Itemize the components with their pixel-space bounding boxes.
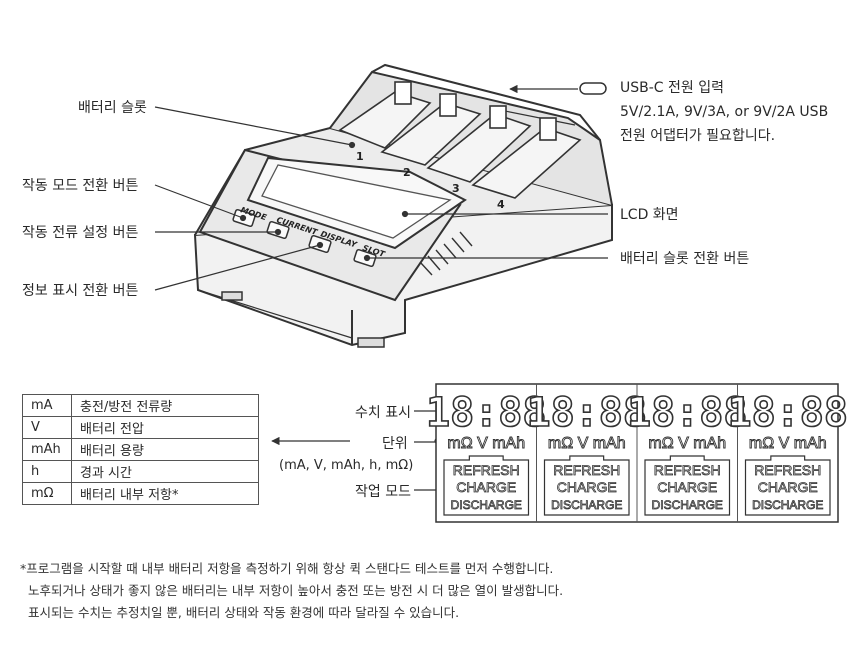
lcd-mode-refresh: REFRESH — [654, 462, 721, 478]
lcd-units: mΩ V mAh — [548, 435, 626, 452]
lcd-mode-charge: CHARGE — [758, 479, 818, 495]
label-mode-button: 작동 모드 전환 버튼 — [22, 178, 139, 194]
label-slot-button: 배터리 슬롯 전환 버튼 — [620, 251, 750, 267]
slot-number-2: 2 — [403, 166, 411, 179]
label-lcd: LCD 화면 — [620, 207, 679, 223]
lcd-mode-charge: CHARGE — [557, 479, 617, 495]
lcd-mode-discharge: DISCHARGE — [451, 498, 522, 512]
slot-number-3: 3 — [452, 182, 460, 195]
lcd-mode-charge: CHARGE — [657, 479, 717, 495]
unit-note: (mA, V, mAh, h, mΩ) — [279, 458, 414, 473]
lcd-screen-illustration — [246, 156, 467, 250]
side-vents — [419, 231, 473, 276]
desc-cell: 배터리 전압 — [71, 416, 259, 439]
label-current-button: 작동 전류 설정 버튼 — [22, 225, 139, 241]
lcd-mode-box — [644, 455, 731, 516]
lcd-units: mΩ V mAh — [447, 435, 525, 452]
unit-cell: mA — [22, 394, 72, 417]
lcd-mode-box — [443, 455, 530, 516]
lcd-mode-charge: CHARGE — [456, 479, 516, 495]
lcd-mode-box — [744, 455, 831, 516]
label-display-button: 정보 표시 전환 버튼 — [22, 283, 139, 299]
unit-cell: mΩ — [22, 482, 72, 505]
slot-number-1: 1 — [356, 150, 364, 163]
usb-c-detail: 5V/2.1A, 9V/3A, or 9V/2A USB 전원 어댑터가 필요합… — [620, 100, 828, 148]
usb-c-detail-line: 5V/2.1A, 9V/3A, or 9V/2A USB — [620, 104, 829, 120]
usb-c-port-icon — [579, 82, 607, 95]
lcd-digits: 18:88 — [627, 390, 747, 436]
lcd-units: mΩ V mAh — [648, 435, 726, 452]
label-unit: 단위 — [382, 436, 408, 452]
footnote-line: 표시되는 수치는 추정치일 뿐, 배터리 상태와 작동 환경에 따라 달라질 수… — [28, 605, 460, 620]
desc-cell: 배터리 내부 저항* — [71, 482, 259, 505]
label-mode: 작업 모드 — [355, 484, 411, 500]
desc-cell: 배터리 용량 — [71, 438, 259, 461]
label-usb-c: USB-C 전원 입력 — [620, 80, 724, 96]
lcd-mode-discharge: DISCHARGE — [551, 498, 622, 512]
battery-slots — [338, 81, 582, 199]
footnote-line: 노후되거나 상태가 좋지 않은 배터리는 내부 저항이 높아서 충전 또는 방전… — [28, 583, 564, 598]
label-numeric: 수치 표시 — [355, 405, 411, 421]
callout-lines — [154, 84, 608, 291]
footnote-line: *프로그램을 시작할 때 내부 배터리 저항을 측정하기 위해 항상 퀵 스탠다… — [20, 561, 554, 576]
lcd-mode-box — [543, 455, 630, 516]
usb-c-detail-line: 전원 어댑터가 필요합니다. — [620, 128, 776, 144]
lcd-digits: 18:88 — [426, 390, 546, 436]
lcd-digits: 18:88 — [527, 390, 647, 436]
lcd-mode-refresh: REFRESH — [553, 462, 620, 478]
footnotes: *프로그램을 시작할 때 내부 배터리 저항을 측정하기 위해 항상 퀵 스탠다… — [20, 558, 563, 624]
unit-cell: mAh — [22, 438, 72, 461]
slot-number-4: 4 — [497, 198, 505, 211]
label-battery-slot: 배터리 슬롯 — [78, 100, 147, 116]
lcd-digits: 18:88 — [728, 390, 848, 436]
lcd-mode-refresh: REFRESH — [453, 462, 520, 478]
lcd-mode-discharge: DISCHARGE — [752, 498, 823, 512]
lcd-mode-discharge: DISCHARGE — [652, 498, 723, 512]
lcd-units: mΩ V mAh — [749, 435, 827, 452]
lcd-mode-refresh: REFRESH — [754, 462, 821, 478]
